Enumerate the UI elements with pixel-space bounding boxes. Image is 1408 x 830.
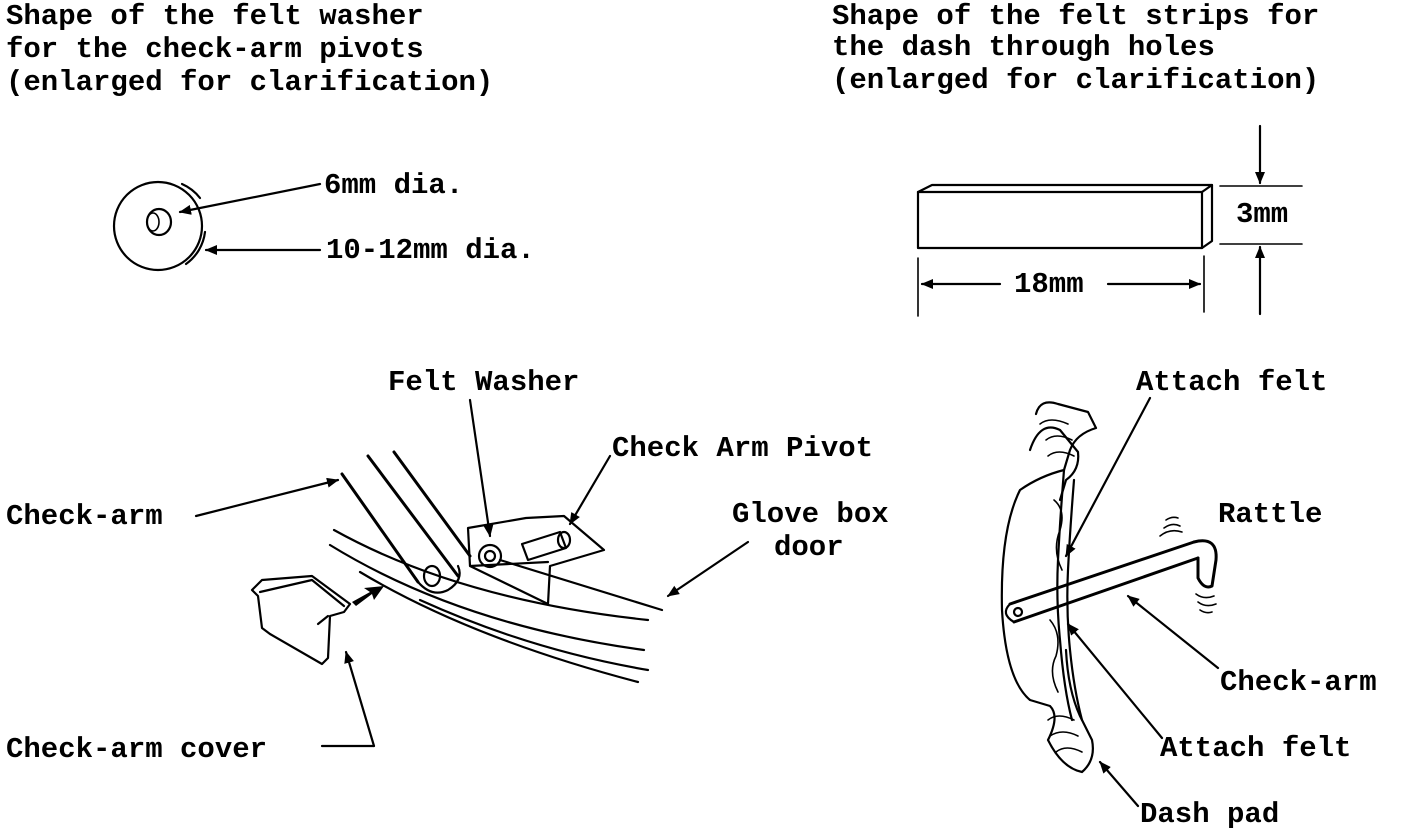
strip-top-face — [916, 183, 1214, 194]
door-curve-3 — [358, 570, 640, 684]
dash-check-arm-label: Check-arm — [1220, 666, 1377, 699]
glove-box-door-label-2: door — [774, 531, 844, 564]
check-arm-cover-ridge — [258, 578, 346, 608]
bracket-washer-hole — [483, 549, 497, 563]
pivot-pin-end — [556, 530, 572, 550]
strip-heading-line-2: the dash through holes — [832, 31, 1215, 64]
dash-check-arm-end — [1004, 602, 1016, 624]
dash-pad-upper-hatch — [1039, 419, 1075, 457]
lower-felt-piece — [1049, 619, 1059, 693]
rattle-marks-lower-icon — [1195, 593, 1217, 614]
washer-outer-circle — [112, 180, 204, 272]
felt-strip-drawing: 3mm 18mm — [916, 124, 1303, 317]
check-arm-rail-left — [340, 472, 420, 584]
washer-heading: Shape of the felt washer for the check-a… — [6, 0, 493, 99]
check-arm-cover-lip — [316, 614, 330, 626]
thickness-label: 3mm — [1236, 198, 1288, 231]
check-arm-rail-right — [366, 454, 460, 578]
strip-heading-line-1: Shape of the felt strips for — [832, 0, 1319, 33]
dash-panel-sheet-inner — [1066, 478, 1084, 722]
strip-front-face — [916, 190, 1204, 250]
check-arm-pivot-hole — [422, 564, 442, 588]
door-edge-line — [498, 558, 664, 612]
washer-heading-line-3: (enlarged for clarification) — [6, 66, 493, 99]
door-curve-2 — [328, 543, 646, 652]
check-arm-end — [416, 564, 461, 594]
attach-felt-top-leader — [1064, 396, 1152, 558]
dash-pad-label: Dash pad — [1140, 798, 1279, 830]
pivot-bracket — [466, 514, 606, 606]
attach-felt-bottom-leader — [1066, 622, 1164, 740]
dash-pad-leader — [1098, 760, 1140, 808]
glove-box-door-leader — [666, 540, 750, 598]
felt-washer-label: Felt Washer — [388, 366, 579, 399]
dash-check-arm-top — [1008, 540, 1196, 606]
felt-washer-drawing: 6mm dia. 10-12mm dia. — [112, 169, 535, 272]
outer-dia-label: 10-12mm dia. — [326, 234, 535, 267]
door-curve-4 — [418, 598, 650, 672]
dash-panel-sheet — [1056, 468, 1074, 722]
washer-thickness-bottom — [184, 230, 207, 266]
check-arm-cover-label: Check-arm cover — [6, 733, 267, 766]
dash-check-arm-bottom — [1012, 556, 1200, 624]
dash-pad-lower-hatch — [1047, 715, 1083, 753]
dash-check-arm-leader — [1126, 594, 1220, 670]
dash-check-arm-hook — [1192, 539, 1218, 589]
rattle-marks-upper-icon — [1159, 516, 1183, 537]
strip-side-face — [1200, 183, 1214, 250]
dash-section-drawing: Attach felt Rattle Check-arm Attach felt… — [1000, 366, 1377, 830]
inner-dia-label: 6mm dia. — [324, 169, 463, 202]
washer-inner-hole-shade — [146, 212, 160, 232]
check-arm-cover-leader — [344, 650, 376, 748]
check-arm-pivot-label: Check Arm Pivot — [612, 432, 873, 465]
check-arm-cover-shape — [250, 574, 352, 666]
glove-box-door-label-1: Glove box — [732, 498, 889, 531]
washer-heading-line-1: Shape of the felt washer — [6, 0, 424, 33]
check-arm-pivot-leader — [568, 454, 612, 526]
washer-heading-line-2: for the check-arm pivots — [6, 33, 424, 66]
check-arm-leader — [194, 477, 340, 518]
attach-felt-top-label: Attach felt — [1136, 366, 1327, 399]
door-curve-1 — [332, 528, 650, 622]
glovebox-drawing: Felt Washer Check Arm Pivot Check-arm Gl… — [6, 366, 889, 766]
upper-felt-piece — [1053, 499, 1063, 571]
felt-washer-leader — [468, 398, 494, 538]
check-arm-rail-3 — [392, 450, 472, 558]
attach-felt-bottom-label: Attach felt — [1160, 732, 1351, 765]
insertion-arrow-icon — [352, 586, 384, 606]
dash-pad-upper-lip — [1028, 426, 1080, 502]
dash-pad-outline — [1000, 401, 1098, 774]
dash-check-arm-rivet — [1012, 606, 1024, 618]
strip-heading: Shape of the felt strips for the dash th… — [832, 0, 1319, 97]
length-label: 18mm — [1014, 268, 1084, 301]
washer-thickness-top — [180, 182, 202, 200]
inner-dia-leader — [178, 182, 322, 215]
check-arm-label: Check-arm — [6, 500, 163, 533]
rattle-label: Rattle — [1218, 498, 1322, 531]
bracket-washer — [477, 543, 503, 569]
strip-heading-line-3: (enlarged for clarification) — [832, 64, 1319, 97]
